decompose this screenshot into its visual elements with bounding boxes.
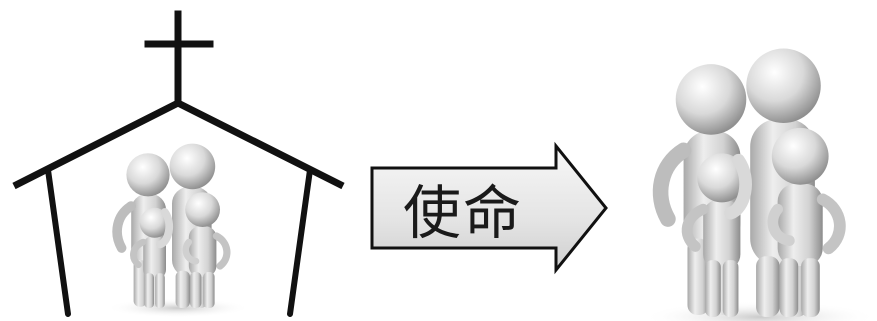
- cross-icon: [144, 10, 214, 107]
- family-figures-icon: [642, 48, 877, 321]
- family-figures-icon: [106, 144, 250, 318]
- right-arrow-icon: [370, 141, 608, 275]
- arrow-label: 使命: [402, 179, 523, 247]
- church-house-icon: [12, 10, 345, 317]
